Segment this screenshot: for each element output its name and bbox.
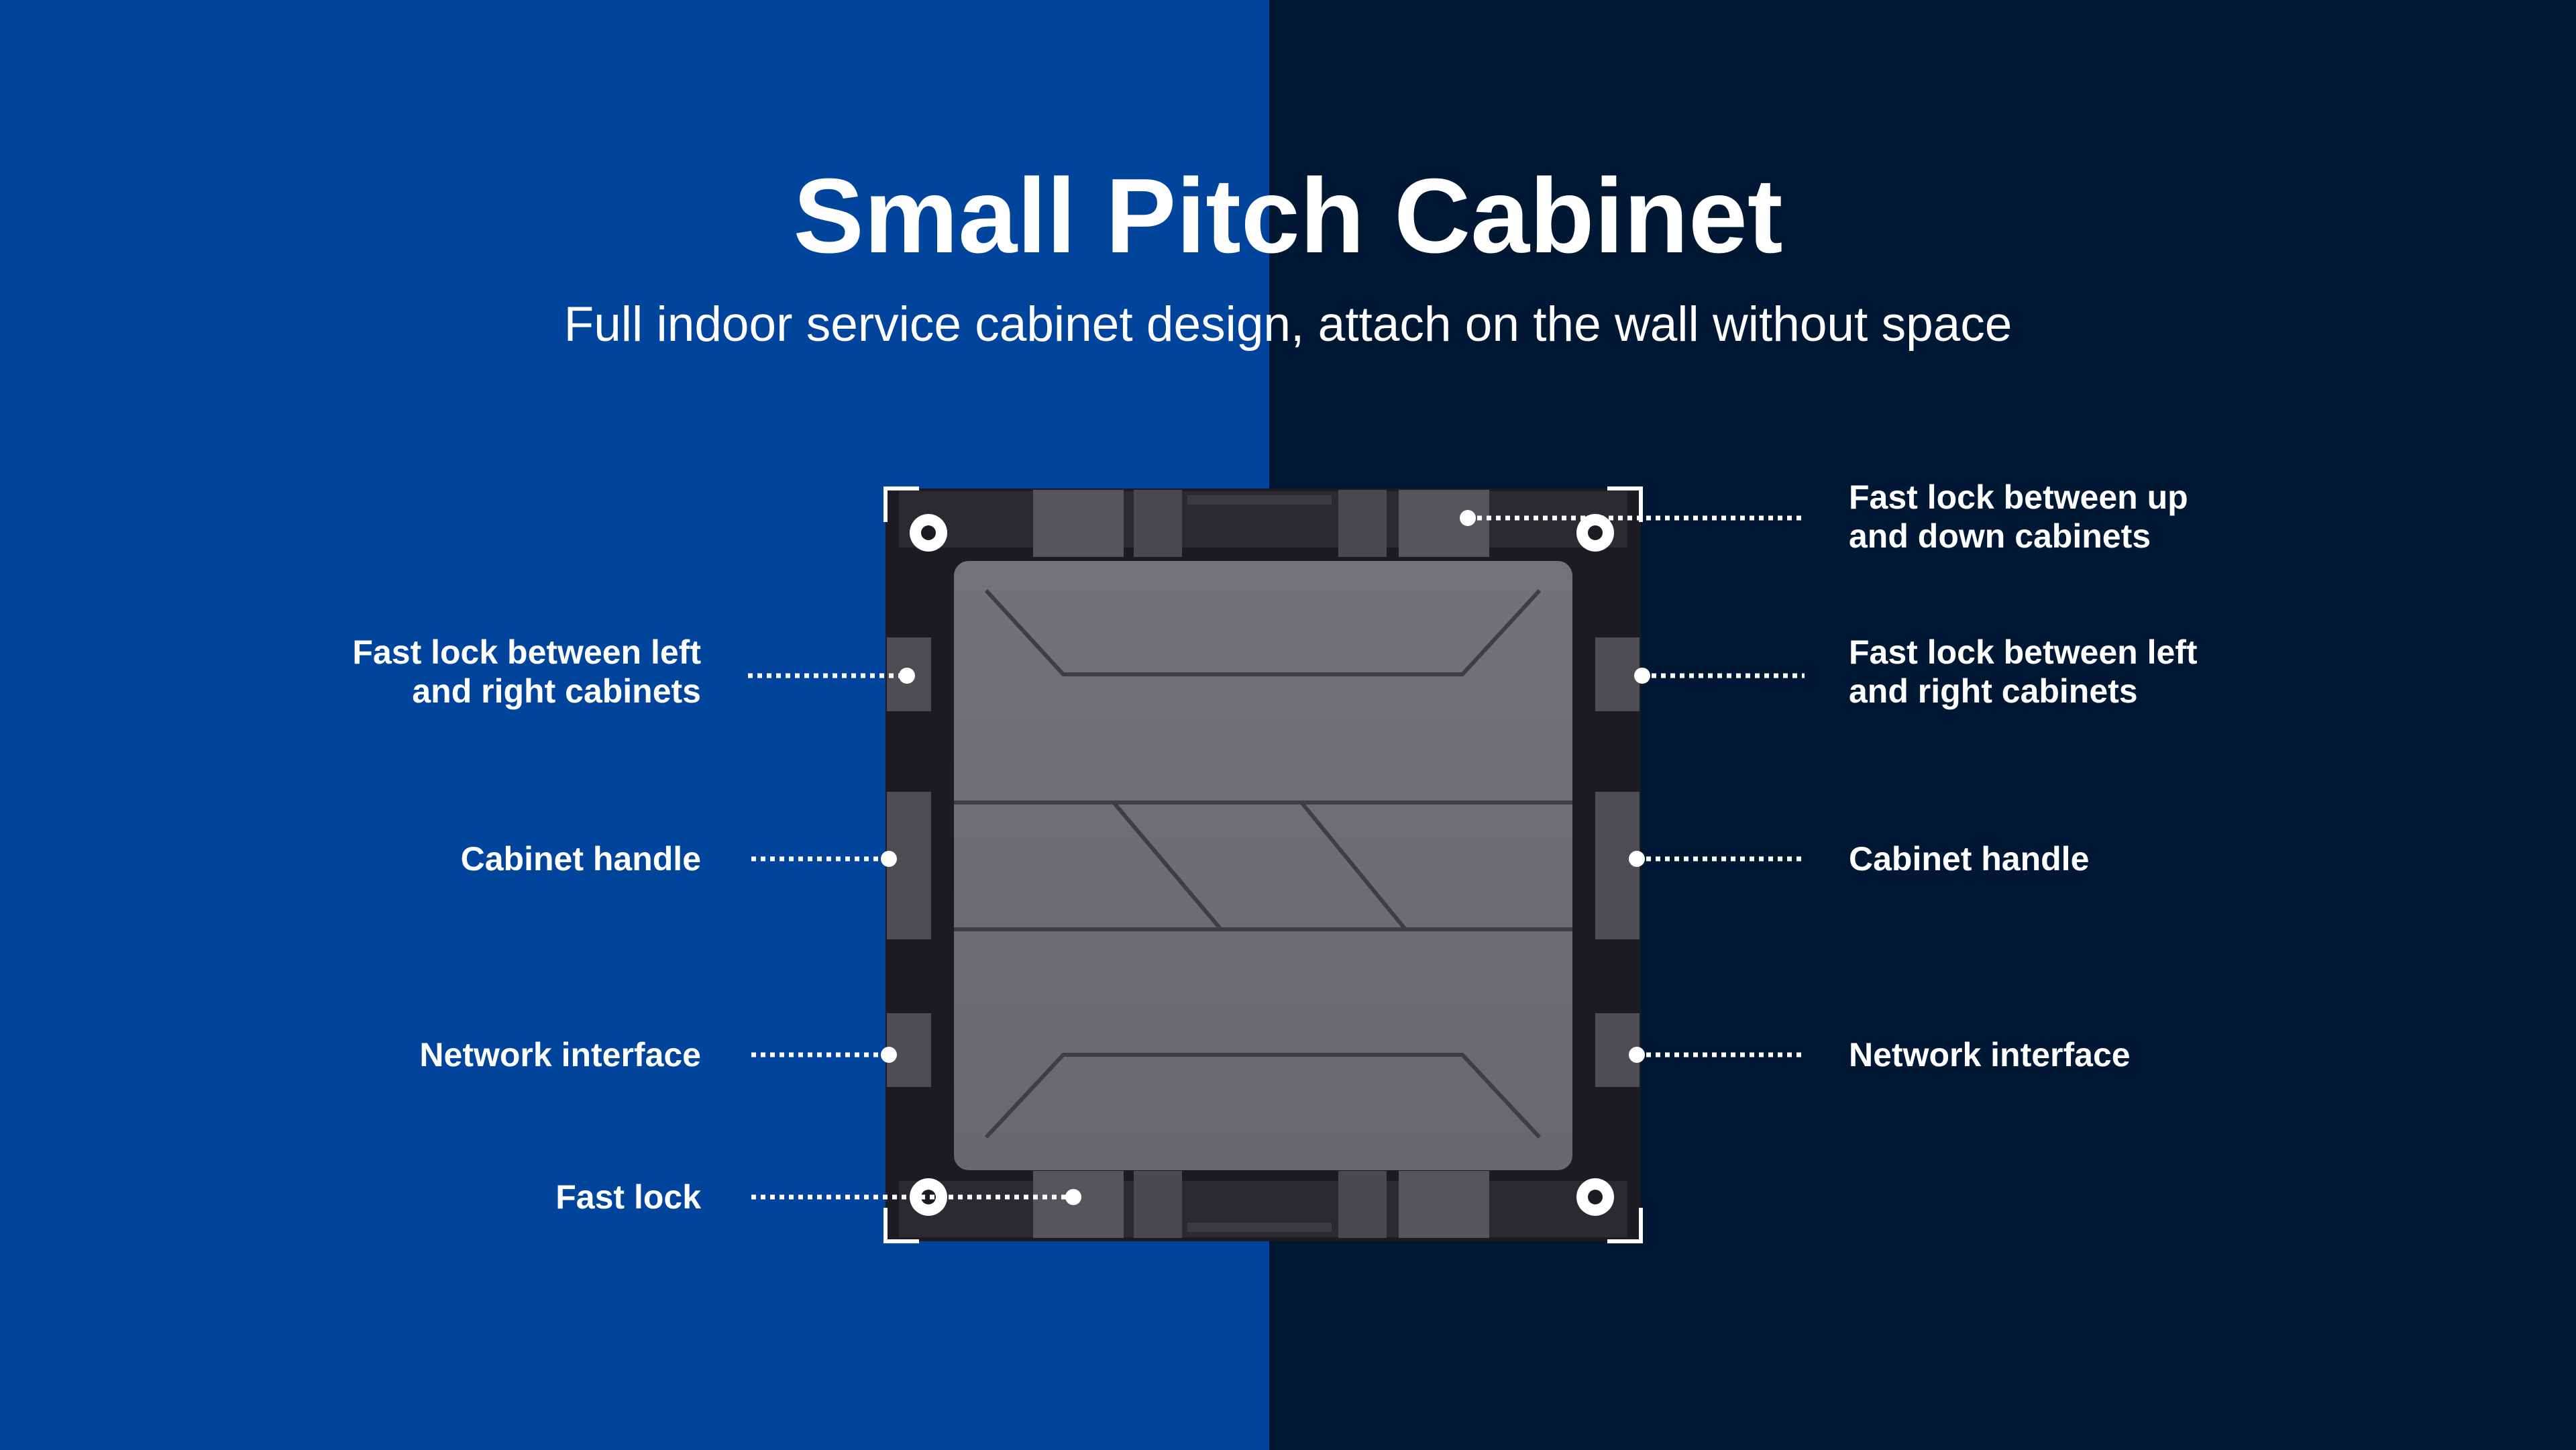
fast-lock-ring-bottom-left [910, 1178, 947, 1216]
top-module-2 [1134, 490, 1182, 557]
dot-cabinet-handle-left [881, 851, 897, 867]
fast-lock-ring-top-left [910, 514, 947, 552]
label-fast-lock-left: Fast lock [555, 1178, 701, 1216]
fast-lock-ring-top-right [1576, 514, 1614, 552]
corner-brackets [883, 486, 1643, 1243]
top-slot [1187, 495, 1332, 505]
dot-fast-lock [1065, 1189, 1081, 1205]
dot-fast-lock-lr-right [1634, 668, 1650, 684]
left-module-2 [887, 792, 931, 939]
bottom-module-2 [1134, 1171, 1182, 1238]
label-fast-lock-ud-right: Fast lock between up and down cabinets [1849, 478, 2188, 555]
top-module-3 [1338, 490, 1387, 557]
top-module-4 [1399, 490, 1489, 557]
page-subtitle: Full indoor service cabinet design, atta… [564, 297, 2012, 352]
dot-cabinet-handle-right [1629, 851, 1645, 867]
cabinet-panel [954, 561, 1572, 1170]
dot-fast-lock-ud [1460, 510, 1476, 526]
bottom-module-4 [1399, 1171, 1489, 1238]
page-title: Small Pitch Cabinet [793, 157, 1783, 275]
bottom-module-3 [1338, 1171, 1387, 1238]
label-network-interface-right: Network interface [1849, 1036, 2131, 1074]
bottom-module-1 [1033, 1171, 1124, 1238]
label-fast-lock-lr-left: Fast lock between left and right cabinet… [352, 633, 701, 710]
label-cabinet-handle-right: Cabinet handle [1849, 840, 2090, 878]
dot-network-interface-left [881, 1047, 897, 1063]
right-module-1 [1595, 637, 1640, 711]
right-module-2 [1595, 792, 1640, 939]
fast-lock-ring-bottom-right [1576, 1178, 1614, 1216]
dot-network-interface-right [1629, 1047, 1645, 1063]
cabinet-illustration [883, 486, 1643, 1243]
bottom-slot [1187, 1223, 1332, 1232]
label-fast-lock-lr-right: Fast lock between left and right cabinet… [1849, 633, 2198, 710]
label-cabinet-handle-left: Cabinet handle [460, 840, 701, 878]
top-module-1 [1033, 490, 1124, 557]
label-network-interface-left: Network interface [419, 1036, 701, 1074]
panel-embossing [954, 588, 1572, 1139]
dot-fast-lock-lr-left [899, 668, 915, 684]
